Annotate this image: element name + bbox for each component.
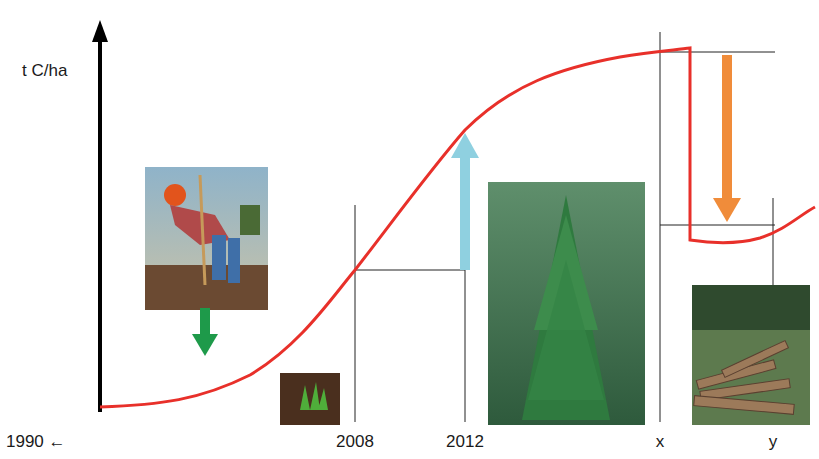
felled-logs-photo <box>692 285 810 425</box>
year-label: 2012 <box>446 433 484 450</box>
uptake-arrow <box>192 308 218 356</box>
seedling-photo <box>280 373 340 425</box>
axis-origin-year: 1990 ← <box>6 433 66 450</box>
spruce-photo <box>488 182 645 425</box>
planting-photo <box>145 167 268 310</box>
growth-arrow <box>451 133 479 270</box>
time-marker: x <box>656 433 665 450</box>
time-marker: y <box>769 433 778 450</box>
carbon-stock-curve <box>100 48 815 407</box>
year-label: 2008 <box>336 433 374 450</box>
axis-unit: t C/ha <box>22 62 67 79</box>
y-axis <box>98 40 102 412</box>
harvest-arrow <box>713 55 741 222</box>
axis-arrowhead <box>92 20 108 42</box>
